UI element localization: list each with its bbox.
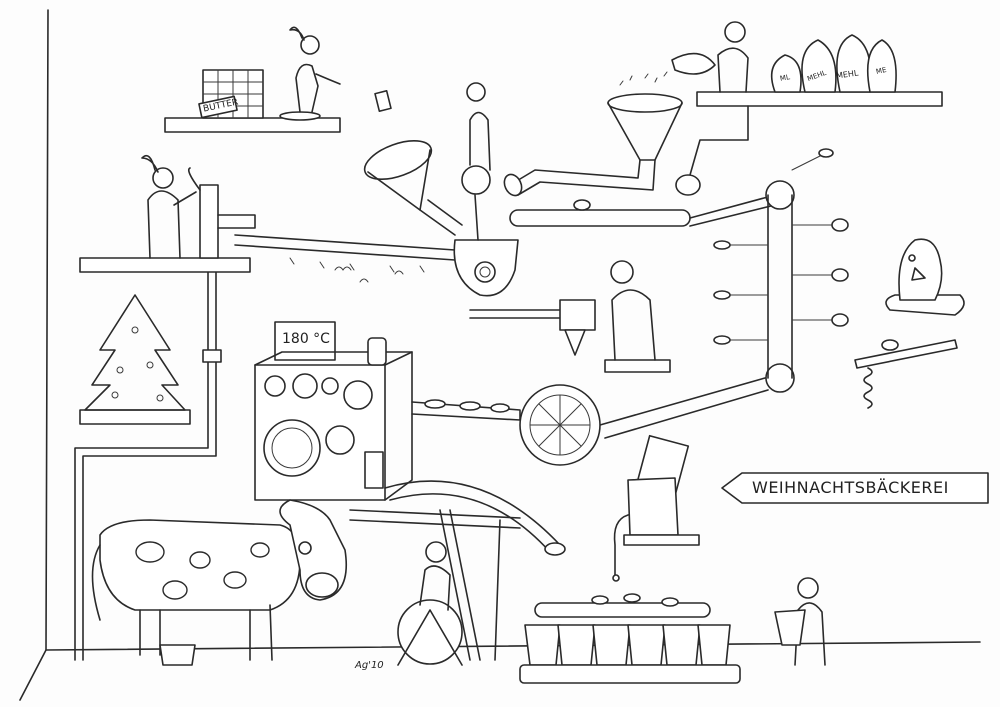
basket-elf <box>774 577 826 666</box>
christmas-tree <box>79 294 191 425</box>
mixer-funnel <box>363 82 519 297</box>
chute-slide <box>349 480 566 661</box>
cookie-rack <box>411 399 521 421</box>
flour-chute <box>503 71 683 197</box>
butter-cube <box>374 90 392 112</box>
chocolate-station <box>612 434 700 582</box>
flour-sack-label-4: ML <box>779 73 791 83</box>
bakery-sign-text: WEIHNACHTSBÄCKEREI <box>752 478 949 497</box>
oven <box>254 321 413 501</box>
artist-signature: Ag'10 <box>355 660 384 671</box>
seesaw-spring <box>854 339 958 409</box>
main-pipe <box>234 234 456 283</box>
spoked-wheel <box>519 384 601 466</box>
temperature-display: 180 °C <box>282 331 330 347</box>
cow <box>91 499 347 666</box>
chicken <box>885 238 965 316</box>
water-pipe <box>74 269 222 661</box>
pump-shelf <box>79 154 256 273</box>
butter-shelf <box>164 26 341 133</box>
flour-shelf <box>671 21 943 196</box>
spoon-conveyor <box>509 148 849 439</box>
pedal-wheel-elf <box>397 541 463 666</box>
bakery-sign <box>721 472 989 504</box>
pot-conveyor <box>519 593 741 684</box>
press-elf <box>469 260 671 373</box>
